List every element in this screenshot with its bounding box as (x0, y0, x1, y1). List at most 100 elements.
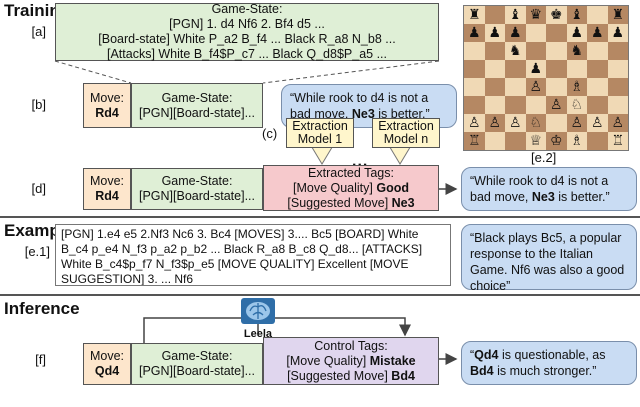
chess-square (525, 96, 546, 114)
game-state-box-f: Game-State: [PGN][Board-state]... (131, 343, 263, 385)
chess-square (484, 6, 505, 24)
extractor-name: Extraction (378, 119, 434, 133)
chess-square (525, 24, 546, 42)
chess-square: ♞ (505, 42, 526, 60)
extractor-name: Extraction (292, 119, 348, 133)
chess-square (484, 78, 505, 96)
comment-text-mid: is questionable, as (498, 348, 606, 362)
label-e1: [e.1] (24, 244, 50, 259)
game-state-detail-box: Game-State: [PGN] 1. d4 Nf6 2. Bf4 d5 ..… (55, 2, 439, 61)
chess-square: ♖ (607, 132, 628, 150)
game-state-box-b: Game-State: [PGN][Board-state]... (131, 83, 263, 128)
chess-square: ♟ (525, 60, 546, 78)
comment-highlight: Ne3 (531, 190, 555, 204)
label-a: [a] (31, 24, 46, 39)
chess-square (587, 60, 608, 78)
chess-square: ♙ (464, 114, 485, 132)
extractor-id: Model 1 (297, 132, 343, 146)
move-box-b: Move: Rd4 (83, 83, 131, 128)
tag-suggested-move-value: Ne3 (391, 195, 415, 210)
chess-square: ♔ (546, 132, 567, 150)
extraction-model-n: Extraction Model n (372, 118, 440, 148)
chess-square (546, 114, 567, 132)
divider-1 (0, 216, 640, 218)
move-label: Move: (89, 174, 125, 188)
chess-square (607, 78, 628, 96)
comment-text: “ (470, 348, 475, 362)
attacks-line: [Attacks] White B_f4$P_c7 ... Black Q_d8… (106, 47, 387, 61)
chess-square (587, 132, 608, 150)
game-state-value: [PGN][Board-state]... (138, 105, 255, 120)
chess-square (546, 60, 567, 78)
chess-square (607, 96, 628, 114)
chess-square: ♟ (566, 24, 587, 42)
chess-square (525, 42, 546, 60)
label-c: (c) (262, 126, 278, 141)
comment-highlight: Ne3 (351, 107, 375, 121)
extraction-model-1: Extraction Model 1 (286, 118, 354, 148)
tag-suggested-move-value: Bd4 (391, 368, 415, 383)
chess-square (484, 42, 505, 60)
chess-square: ♞ (566, 42, 587, 60)
move-label: Move: (89, 349, 125, 363)
comment-text: “While rook to d4 is not a bad move, (470, 174, 609, 204)
chess-square: ♝ (566, 6, 587, 24)
chess-square: ♟ (464, 24, 485, 42)
chess-square (546, 78, 567, 96)
chess-square: ♘ (566, 96, 587, 114)
pgn-line: [PGN] 1. d4 Nf6 2. Bf4 d5 ... (169, 17, 325, 31)
control-tags-box: Control Tags: [Move Quality] Mistake [Su… (263, 337, 439, 385)
chess-square: ♜ (464, 6, 485, 24)
chess-square: ♟ (484, 24, 505, 42)
chess-square: ♟ (607, 24, 628, 42)
chess-square: ♖ (464, 132, 485, 150)
board-state-line: [Board-state] White P_a2 B_f4 ... Black … (98, 32, 396, 46)
comment-text-end: is better.” (554, 190, 610, 204)
chess-square: ♙ (525, 78, 546, 96)
chess-square: ♙ (484, 114, 505, 132)
comment-text-end: is much stronger.” (493, 364, 597, 378)
move-box-f: Move: Qd4 (83, 343, 131, 385)
chess-square (464, 96, 485, 114)
tag-suggested-move-key: [Suggested Move] (287, 195, 392, 210)
label-f: [f] (35, 352, 46, 367)
brain-icon (241, 298, 275, 324)
chess-square (464, 60, 485, 78)
chess-square (587, 42, 608, 60)
chess-board: ♜♝♛♚♝♜♟♟♟♟♟♟♞♞♟♙♗♙♘♙♙♙♘♙♙♙♖♕♔♗♖ (463, 5, 629, 151)
comment-text-end: is better.” (374, 107, 430, 121)
tag-suggested-move-key: [Suggested Move] (287, 368, 392, 383)
dashed-line-left (54, 60, 132, 84)
chess-square (505, 60, 526, 78)
chess-square (546, 24, 567, 42)
game-state-value: [PGN][Board-state]... (138, 364, 255, 378)
chess-square (546, 42, 567, 60)
chess-square (587, 6, 608, 24)
chess-square: ♜ (607, 6, 628, 24)
chess-square: ♛ (525, 6, 546, 24)
chess-square (464, 42, 485, 60)
example-input-text: [PGN] 1.e4 e5 2.Nf3 Nc6 3. Bc4 [MOVES] 3… (55, 224, 451, 286)
divider-2 (0, 294, 640, 296)
move-box-d: Move: Rd4 (83, 168, 131, 210)
chess-square: ♟ (587, 24, 608, 42)
chess-square: ♗ (566, 78, 587, 96)
tag-move-quality-key: [Move Quality] (286, 353, 370, 368)
chess-square: ♙ (607, 114, 628, 132)
chess-square (607, 60, 628, 78)
chess-square (484, 60, 505, 78)
comment-highlight-move: Qd4 (474, 348, 499, 362)
move-value: Rd4 (95, 189, 119, 203)
tags-title: Extracted Tags: (308, 165, 394, 180)
commentary-bubble-f: “Qd4 is questionable, as Bd4 is much str… (461, 341, 637, 385)
extractor-id: Model n (383, 132, 429, 146)
chess-square (587, 78, 608, 96)
label-b: [b] (31, 97, 46, 112)
example-commentary-bubble: “Black plays Bc5, a popular response to … (461, 224, 637, 293)
chess-square: ♚ (546, 6, 567, 24)
dashed-line-right (262, 60, 440, 84)
chess-square: ♙ (546, 96, 567, 114)
game-state-title: Game-State: (211, 2, 283, 16)
game-state-box-d: Game-State: [PGN][Board-state]... (131, 168, 263, 210)
